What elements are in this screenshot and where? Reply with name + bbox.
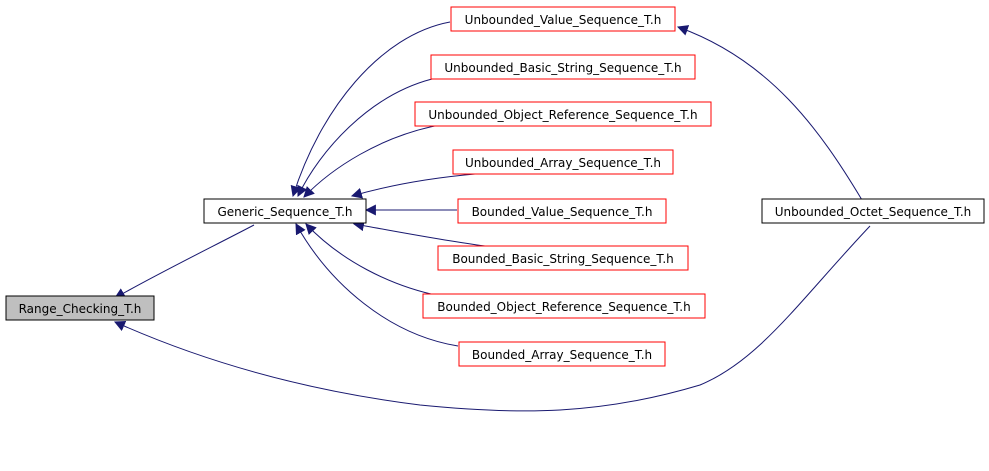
graph-nodes: Range_Checking_T.h Generic_Sequence_T.h … — [5, 6, 985, 367]
node-unbounded-basic-string-sequence[interactable]: Unbounded_Basic_String_Sequence_T.h — [430, 54, 696, 80]
node-unbounded-value-sequence[interactable]: Unbounded_Value_Sequence_T.h — [450, 6, 676, 32]
node-label: Bounded_Object_Reference_Sequence_T.h — [437, 300, 690, 314]
edge-unbounded-octet-to-unbounded-value — [676, 25, 863, 201]
node-unbounded-array-sequence[interactable]: Unbounded_Array_Sequence_T.h — [452, 149, 674, 175]
node-label: Unbounded_Basic_String_Sequence_T.h — [444, 61, 681, 75]
node-unbounded-octet-sequence[interactable]: Unbounded_Octet_Sequence_T.h — [761, 198, 985, 224]
node-bounded-array-sequence[interactable]: Bounded_Array_Sequence_T.h — [458, 341, 666, 367]
edge-generic-to-range-checking — [114, 224, 255, 299]
node-label: Unbounded_Value_Sequence_T.h — [465, 13, 662, 27]
edge-unbounded-value-to-generic — [290, 21, 451, 198]
node-bounded-basic-string-sequence[interactable]: Bounded_Basic_String_Sequence_T.h — [437, 245, 689, 271]
edge-unbounded-basic-string-to-generic — [297, 78, 433, 197]
node-label: Bounded_Basic_String_Sequence_T.h — [452, 252, 674, 266]
node-unbounded-object-reference-sequence[interactable]: Unbounded_Object_Reference_Sequence_T.h — [414, 101, 712, 127]
edge-bounded-object-reference-to-generic — [305, 223, 441, 297]
edge-unbounded-object-reference-to-generic — [303, 123, 446, 198]
node-label: Unbounded_Object_Reference_Sequence_T.h — [428, 108, 697, 122]
node-generic-sequence[interactable]: Generic_Sequence_T.h — [203, 198, 367, 224]
node-range-checking: Range_Checking_T.h — [5, 295, 155, 321]
node-bounded-object-reference-sequence[interactable]: Bounded_Object_Reference_Sequence_T.h — [422, 293, 706, 319]
node-label: Unbounded_Octet_Sequence_T.h — [775, 205, 972, 219]
node-bounded-value-sequence[interactable]: Bounded_Value_Sequence_T.h — [457, 198, 667, 224]
edge-unbounded-octet-to-range-checking — [113, 225, 871, 412]
node-label: Range_Checking_T.h — [19, 302, 142, 316]
node-label: Unbounded_Array_Sequence_T.h — [465, 156, 661, 170]
edge-unbounded-array-to-generic — [350, 173, 476, 199]
edge-bounded-array-to-generic — [295, 223, 459, 347]
node-label: Bounded_Value_Sequence_T.h — [472, 205, 653, 219]
node-label: Generic_Sequence_T.h — [217, 205, 352, 219]
graph-edges — [113, 21, 871, 412]
node-label: Bounded_Array_Sequence_T.h — [472, 348, 652, 362]
edge-bounded-basic-string-to-generic — [352, 220, 486, 247]
